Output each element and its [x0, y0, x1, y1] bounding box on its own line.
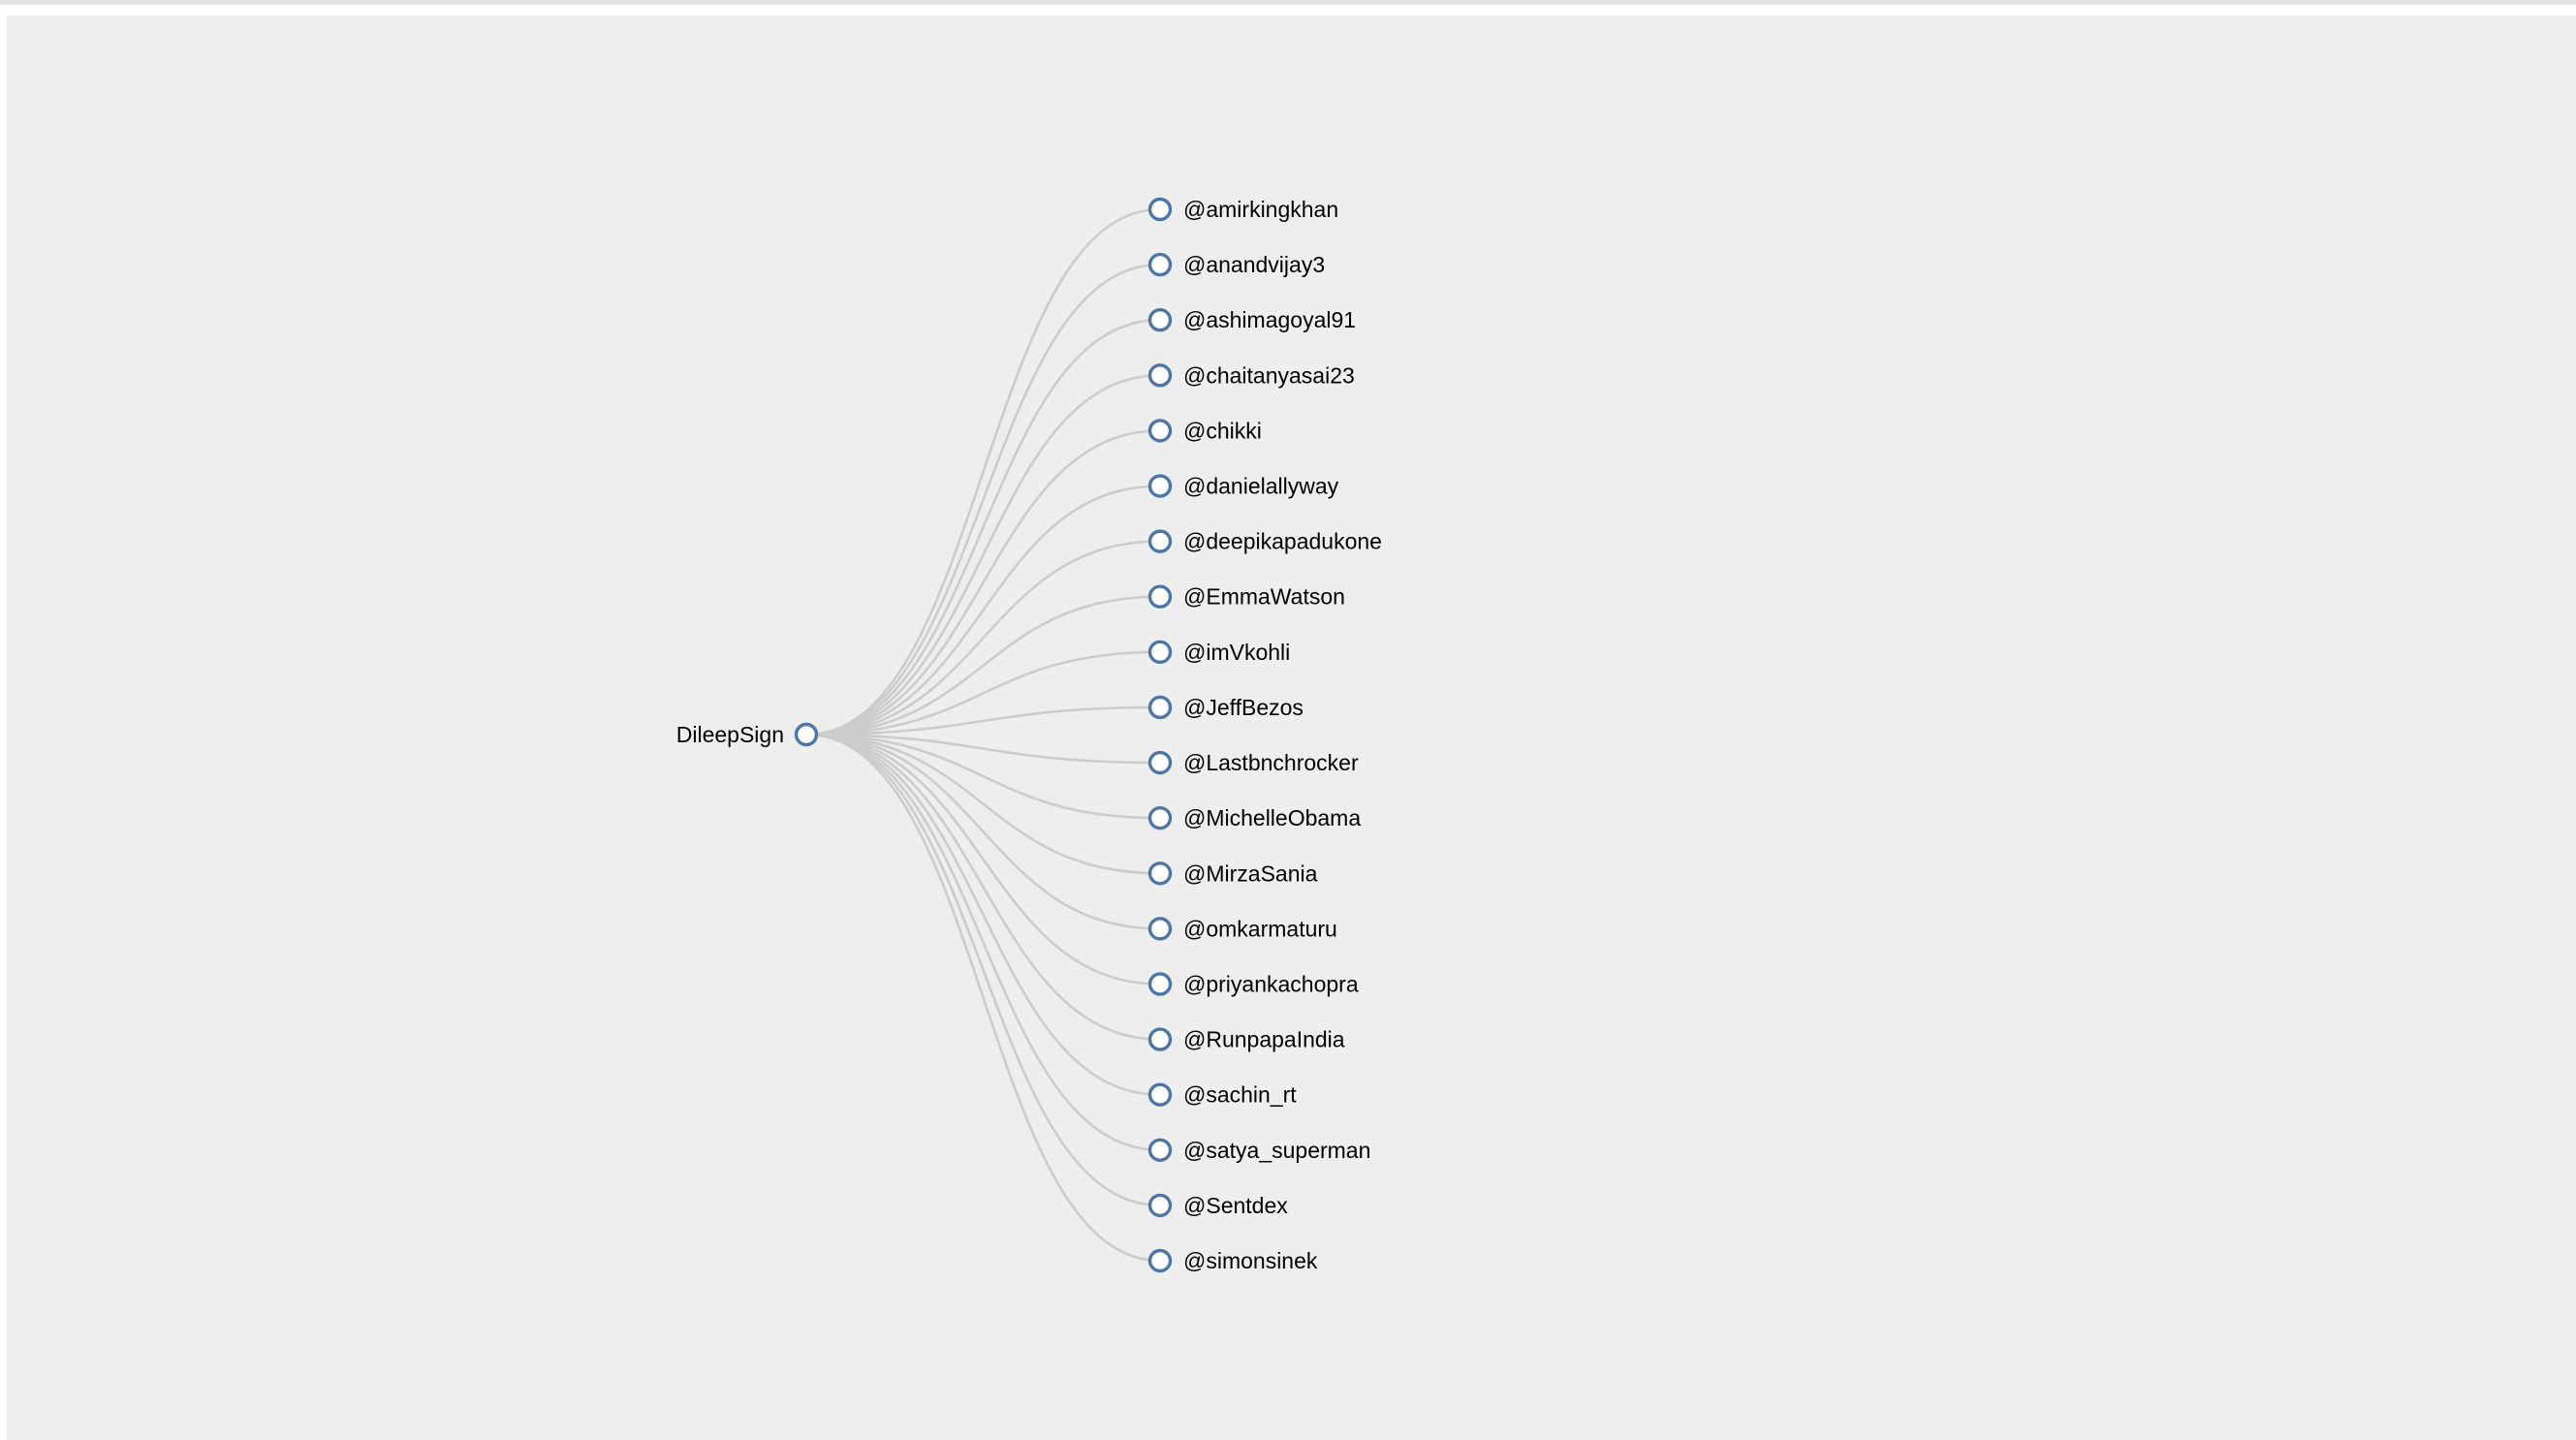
tree-link [805, 733, 1161, 1096]
child-node-label: @EmmaWatson [1183, 584, 1345, 610]
child-node[interactable]: @amirkingkhan [1147, 197, 1339, 222]
tree-link [805, 705, 1161, 736]
child-node-circle[interactable] [1147, 1193, 1173, 1218]
child-node-circle[interactable] [1147, 640, 1173, 665]
top-border [0, 0, 2576, 5]
child-node-label: @danielallyway [1183, 474, 1339, 499]
child-node[interactable]: @sachin_rt [1147, 1082, 1298, 1108]
tree-link [805, 733, 1161, 765]
child-node[interactable]: @ashimagoyal91 [1147, 307, 1357, 332]
child-node-label: @MichelleObama [1183, 805, 1361, 830]
tree-link [805, 733, 1161, 1041]
tree-link [805, 374, 1161, 736]
child-node-label: @imVkohli [1183, 640, 1290, 665]
tree-link [805, 650, 1161, 736]
child-node[interactable]: @deepikapadukone [1147, 529, 1382, 554]
child-node-circle[interactable] [1147, 972, 1173, 996]
tree-link [805, 733, 1161, 930]
root-node-label: DileepSign [676, 722, 784, 747]
child-node[interactable]: @JeffBezos [1147, 695, 1304, 720]
child-node-label: @chaitanyasai23 [1183, 362, 1355, 388]
child-node-circle[interactable] [1147, 529, 1173, 553]
child-node[interactable]: @MirzaSania [1147, 861, 1318, 886]
child-node-circle[interactable] [1147, 1248, 1173, 1273]
tree-link [805, 733, 1161, 1263]
child-node-circle[interactable] [1147, 1027, 1173, 1051]
child-node-circle[interactable] [1147, 695, 1173, 720]
child-node-circle[interactable] [1147, 419, 1173, 443]
child-node[interactable]: @omkarmaturu [1147, 916, 1337, 941]
child-node-circle[interactable] [1147, 252, 1173, 277]
tree-link [805, 733, 1161, 986]
root-node-circle[interactable] [794, 722, 819, 747]
child-node[interactable]: @chaitanyasai23 [1147, 362, 1355, 388]
child-node[interactable]: @danielallyway [1147, 474, 1339, 499]
child-node-label: @JeffBezos [1183, 695, 1304, 720]
tree-link [805, 733, 1161, 820]
child-node[interactable]: @anandvijay3 [1147, 252, 1326, 277]
child-node[interactable]: @MichelleObama [1147, 805, 1362, 830]
child-node[interactable]: @priyankachopra [1147, 971, 1359, 996]
child-node-label: @simonsinek [1183, 1248, 1318, 1273]
child-node[interactable]: @simonsinek [1147, 1248, 1318, 1273]
links-layer [805, 207, 1161, 1263]
child-node-label: @Lastbnchrocker [1183, 750, 1359, 775]
child-node-label: @priyankachopra [1183, 971, 1359, 996]
tree-link [805, 733, 1161, 1152]
child-node-circle[interactable] [1147, 474, 1173, 498]
child-node[interactable]: @chikki [1147, 418, 1262, 443]
child-node-label: @RunpapaIndia [1183, 1027, 1345, 1052]
child-node[interactable]: @Lastbnchrocker [1147, 750, 1359, 775]
child-node-label: @Sentdex [1183, 1193, 1288, 1218]
child-node-label: @chikki [1183, 418, 1262, 443]
tree-link [805, 595, 1161, 736]
child-node[interactable]: @EmmaWatson [1147, 584, 1345, 610]
child-node-circle[interactable] [1147, 750, 1173, 775]
tree-link [805, 733, 1161, 1207]
child-node-label: @ashimagoyal91 [1183, 307, 1356, 332]
child-node-label: @sachin_rt [1183, 1082, 1297, 1108]
child-node-circle[interactable] [1147, 861, 1173, 886]
child-node-label: @satya_superman [1183, 1138, 1370, 1163]
child-node-label: @deepikapadukone [1183, 529, 1382, 554]
tree-link [805, 429, 1161, 736]
children-layer: @amirkingkhan @anandvijay3 @ashimagoyal91 @… [1147, 197, 1382, 1273]
child-node[interactable]: @imVkohli [1147, 640, 1291, 665]
tree-link [805, 540, 1161, 736]
child-node[interactable]: @satya_superman [1147, 1138, 1371, 1163]
child-node-label: @omkarmaturu [1183, 916, 1337, 941]
child-node-circle[interactable] [1147, 1082, 1173, 1107]
child-node[interactable]: @Sentdex [1147, 1193, 1289, 1218]
tree-link [805, 485, 1161, 736]
child-node-label: @MirzaSania [1183, 861, 1318, 886]
diagram-canvas [7, 16, 2576, 1440]
tree-link [805, 318, 1161, 736]
root-node[interactable]: DileepSign [676, 722, 819, 747]
child-node-label: @amirkingkhan [1183, 197, 1338, 222]
child-node-circle[interactable] [1147, 308, 1173, 332]
tree-link [805, 207, 1161, 736]
tree-link [805, 733, 1161, 875]
child-node-circle[interactable] [1147, 917, 1173, 941]
child-node-circle[interactable] [1147, 805, 1173, 830]
child-node-label: @anandvijay3 [1183, 252, 1325, 277]
child-node-circle[interactable] [1147, 584, 1173, 609]
child-node-circle[interactable] [1147, 1138, 1173, 1162]
child-node-circle[interactable] [1147, 363, 1173, 388]
tree-link [805, 263, 1161, 736]
child-node[interactable]: @RunpapaIndia [1147, 1027, 1345, 1052]
child-node-circle[interactable] [1147, 197, 1173, 222]
